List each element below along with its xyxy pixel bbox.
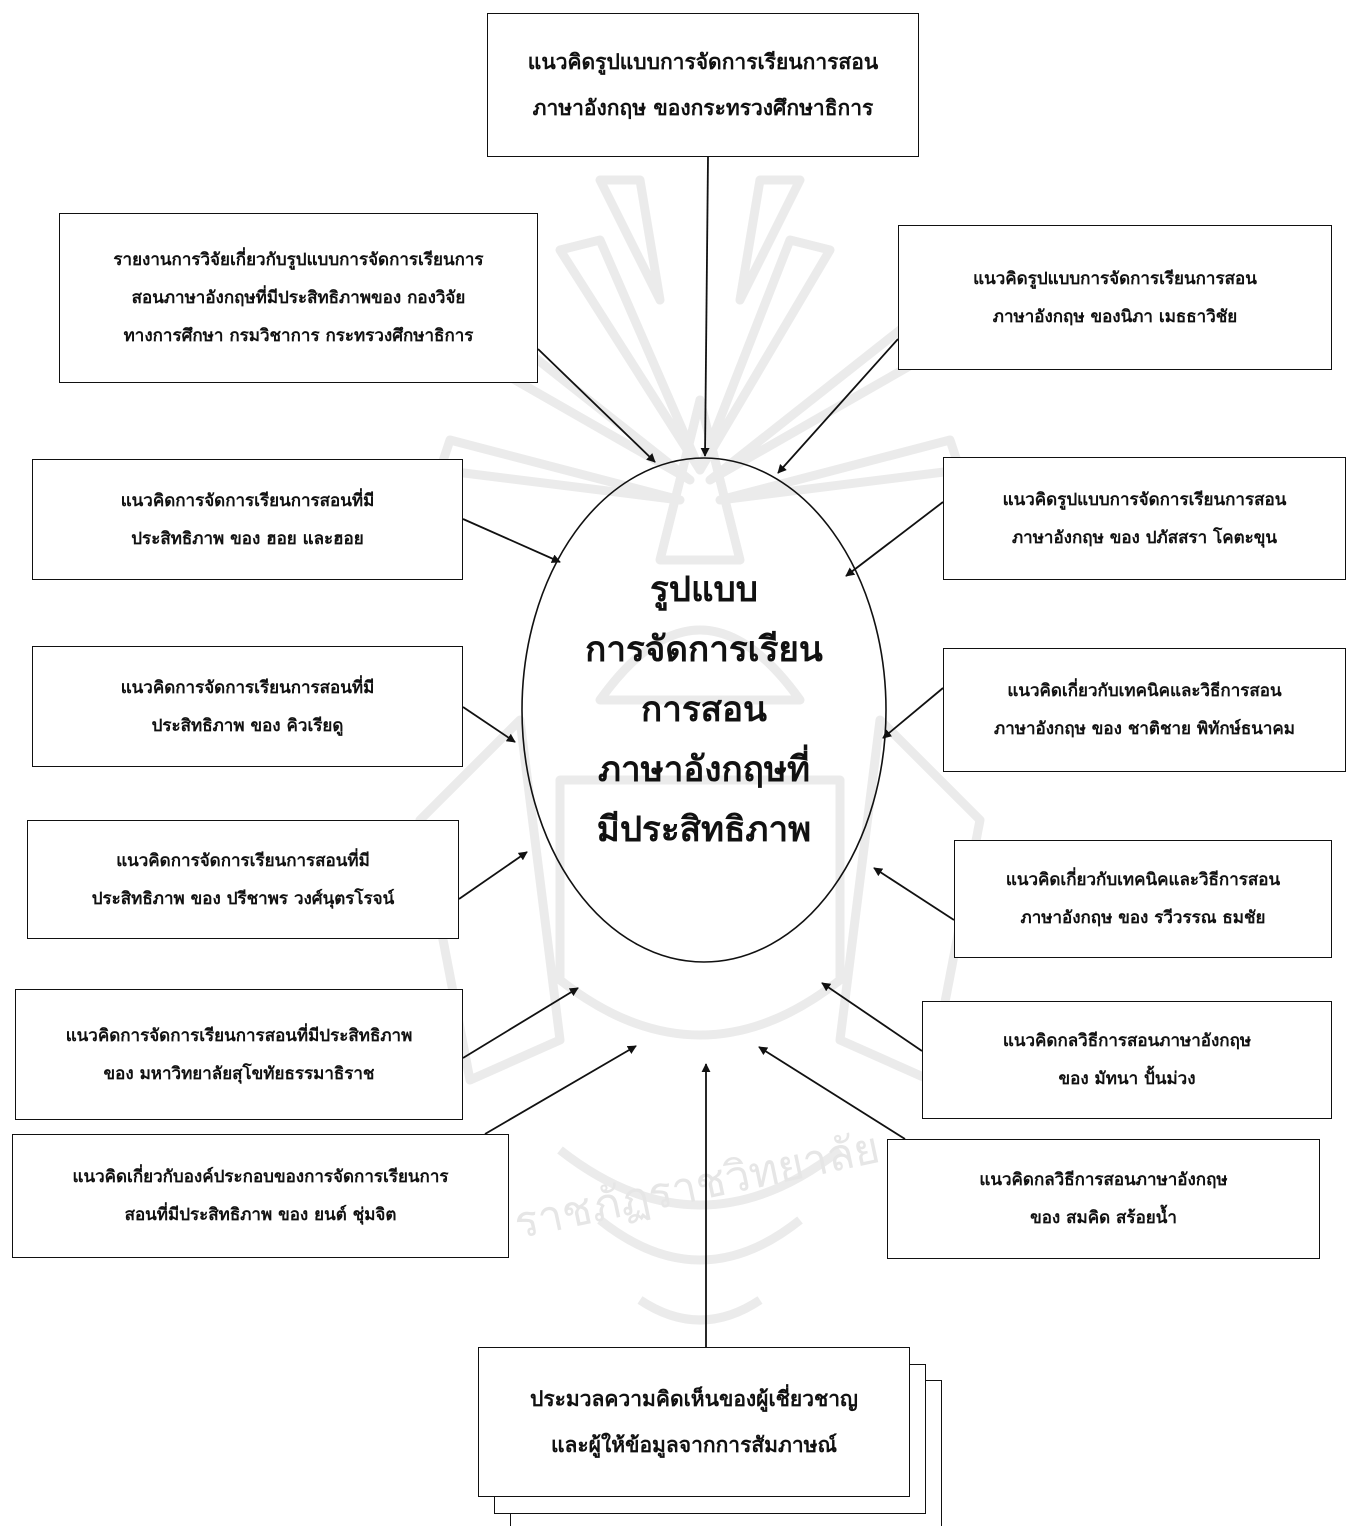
box-top-line-2: ภาษาอังกฤษ ของกระทรวงศึกษาธิการ bbox=[532, 95, 874, 120]
center-concept: รูปแบบ การจัดการเรียน การสอน ภาษาอังกฤษท… bbox=[540, 560, 868, 860]
arrow-paphatsara bbox=[845, 501, 944, 577]
center-line-3: การสอน bbox=[641, 689, 767, 730]
box-rawiwan-line-1: แนวคิดเกี่ยวกับเทคนิคและวิธีการสอน bbox=[1005, 870, 1281, 890]
arrow-nipa bbox=[777, 338, 899, 474]
box-hoy-line-2: ประสิทธิภาพ ของ ฮอย และฮอย bbox=[131, 528, 364, 549]
center-line-4: ภาษาอังกฤษที่ bbox=[597, 749, 811, 790]
box-rawiwan: แนวคิดเกี่ยวกับเทคนิคและวิธีการสอน ภาษาอ… bbox=[954, 840, 1332, 958]
arrow-somkid bbox=[758, 1046, 906, 1140]
box-paphatsara-line-1: แนวคิดรูปแบบการจัดการเรียนการสอน bbox=[1002, 489, 1287, 510]
box-mattana: แนวคิดกลวิธีการสอนภาษาอังกฤษ ของ มัทนา ป… bbox=[922, 1001, 1332, 1119]
box-paphatsara-line-2: ภาษาอังกฤษ ของ ปภัสสรา โคตะขุน bbox=[1011, 527, 1278, 548]
box-yon: แนวคิดเกี่ยวกับองค์ประกอบของการจัดการเรี… bbox=[12, 1134, 509, 1258]
box-mattana-line-2: ของ มัทนา ปั้นม่วง bbox=[1058, 1069, 1196, 1089]
box-nipa-line-2: ภาษาอังกฤษ ของนิภา เมธธาวิชัย bbox=[992, 306, 1238, 327]
box-hoy-line-1: แนวคิดการจัดการเรียนการสอนที่มี bbox=[120, 490, 375, 511]
arrow-top bbox=[700, 156, 710, 457]
box-somkid-line-2: ของ สมคิด สร้อยน้ำ bbox=[1030, 1208, 1177, 1228]
box-mattana-line-1: แนวคิดกลวิธีการสอนภาษาอังกฤษ bbox=[1002, 1031, 1252, 1051]
box-stou: แนวคิดการจัดการเรียนการสอนที่มีประสิทธิภ… bbox=[15, 989, 463, 1120]
box-stou-line-2: ของ มหาวิทยาลัยสุโขทัยธรรมาธิราช bbox=[103, 1063, 375, 1084]
box-preechaporn-line-1: แนวคิดการจัดการเรียนการสอนที่มี bbox=[116, 850, 370, 871]
arrow-rawiwan bbox=[873, 867, 955, 921]
box-stou-line-1: แนวคิดการจัดการเรียนการสอนที่มีประสิทธิภ… bbox=[65, 1025, 413, 1046]
box-hoy: แนวคิดการจัดการเรียนการสอนที่มี ประสิทธิ… bbox=[32, 459, 463, 580]
arrow-yon bbox=[484, 1045, 637, 1135]
box-chatichai-line-2: ภาษาอังกฤษ ของ ชาติชาย พิทักษ์ธนาคม bbox=[994, 719, 1295, 739]
arrow-kiriadu bbox=[462, 706, 516, 743]
arrow-hoy bbox=[462, 518, 561, 563]
arrow-mattana bbox=[821, 982, 923, 1052]
box-kiriadu: แนวคิดการจัดการเรียนการสอนที่มี ประสิทธิ… bbox=[32, 646, 463, 767]
box-research-report-line-3: ทางการศึกษา กรมวิชาการ กระทรวงศึกษาธิการ bbox=[123, 326, 474, 346]
box-bottom-expert-opinion: ประมวลความคิดเห็นของผู้เชี่ยวชาญ และผู้ใ… bbox=[478, 1347, 910, 1497]
arrow-preechaporn bbox=[458, 851, 528, 900]
box-kiriadu-line-1: แนวคิดการจัดการเรียนการสอนที่มี bbox=[120, 677, 375, 698]
box-rawiwan-line-2: ภาษาอังกฤษ ของ รวีวรรณ ธมชัย bbox=[1020, 908, 1266, 928]
box-kiriadu-line-2: ประสิทธิภาพ ของ คิวเรียดู bbox=[151, 715, 344, 736]
box-top-line-1: แนวคิดรูปแบบการจัดการเรียนการสอน bbox=[527, 49, 879, 74]
arrow-stou bbox=[462, 987, 579, 1059]
box-paphatsara: แนวคิดรูปแบบการจัดการเรียนการสอน ภาษาอัง… bbox=[943, 457, 1346, 580]
arrow-research-report bbox=[537, 348, 656, 463]
box-chatichai: แนวคิดเกี่ยวกับเทคนิคและวิธีการสอน ภาษาอ… bbox=[943, 648, 1346, 772]
box-research-report-line-2: สอนภาษาอังกฤษที่มีประสิทธิภาพของ กองวิจั… bbox=[131, 288, 466, 308]
arrow-chatichai bbox=[882, 687, 944, 739]
box-research-report: รายงานการวิจัยเกี่ยวกับรูปแบบการจัดการเร… bbox=[59, 213, 538, 383]
box-bottom-line-2: และผู้ให้ข้อมูลจากการสัมภาษณ์ bbox=[551, 1432, 837, 1457]
box-research-report-line-1: รายงานการวิจัยเกี่ยวกับรูปแบบการจัดการเร… bbox=[113, 250, 484, 270]
box-somkid: แนวคิดกลวิธีการสอนภาษาอังกฤษ ของ สมคิด ส… bbox=[887, 1139, 1320, 1259]
center-line-5: มีประสิทธิภาพ bbox=[596, 809, 812, 850]
box-nipa-line-1: แนวคิดรูปแบบการจัดการเรียนการสอน bbox=[973, 268, 1257, 289]
box-somkid-line-1: แนวคิดกลวิธีการสอนภาษาอังกฤษ bbox=[979, 1170, 1228, 1190]
box-top-ministry: แนวคิดรูปแบบการจัดการเรียนการสอน ภาษาอัง… bbox=[487, 13, 919, 157]
box-nipa: แนวคิดรูปแบบการจัดการเรียนการสอน ภาษาอัง… bbox=[898, 225, 1332, 370]
box-chatichai-line-1: แนวคิดเกี่ยวกับเทคนิคและวิธีการสอน bbox=[1007, 681, 1282, 701]
center-line-2: การจัดการเรียน bbox=[585, 629, 823, 670]
center-line-1: รูปแบบ bbox=[649, 569, 758, 610]
center-ellipse bbox=[521, 457, 887, 963]
box-preechaporn: แนวคิดการจัดการเรียนการสอนที่มี ประสิทธิ… bbox=[27, 820, 459, 939]
box-bottom-line-1: ประมวลความคิดเห็นของผู้เชี่ยวชาญ bbox=[530, 1386, 858, 1411]
box-preechaporn-line-2: ประสิทธิภาพ ของ ปรีชาพร วงศ์นุตรโรจน์ bbox=[91, 888, 395, 909]
box-yon-line-1: แนวคิดเกี่ยวกับองค์ประกอบของการจัดการเรี… bbox=[72, 1167, 449, 1187]
box-yon-line-2: สอนที่มีประสิทธิภาพ ของ ยนต์ ชุ่มจิต bbox=[124, 1205, 397, 1225]
